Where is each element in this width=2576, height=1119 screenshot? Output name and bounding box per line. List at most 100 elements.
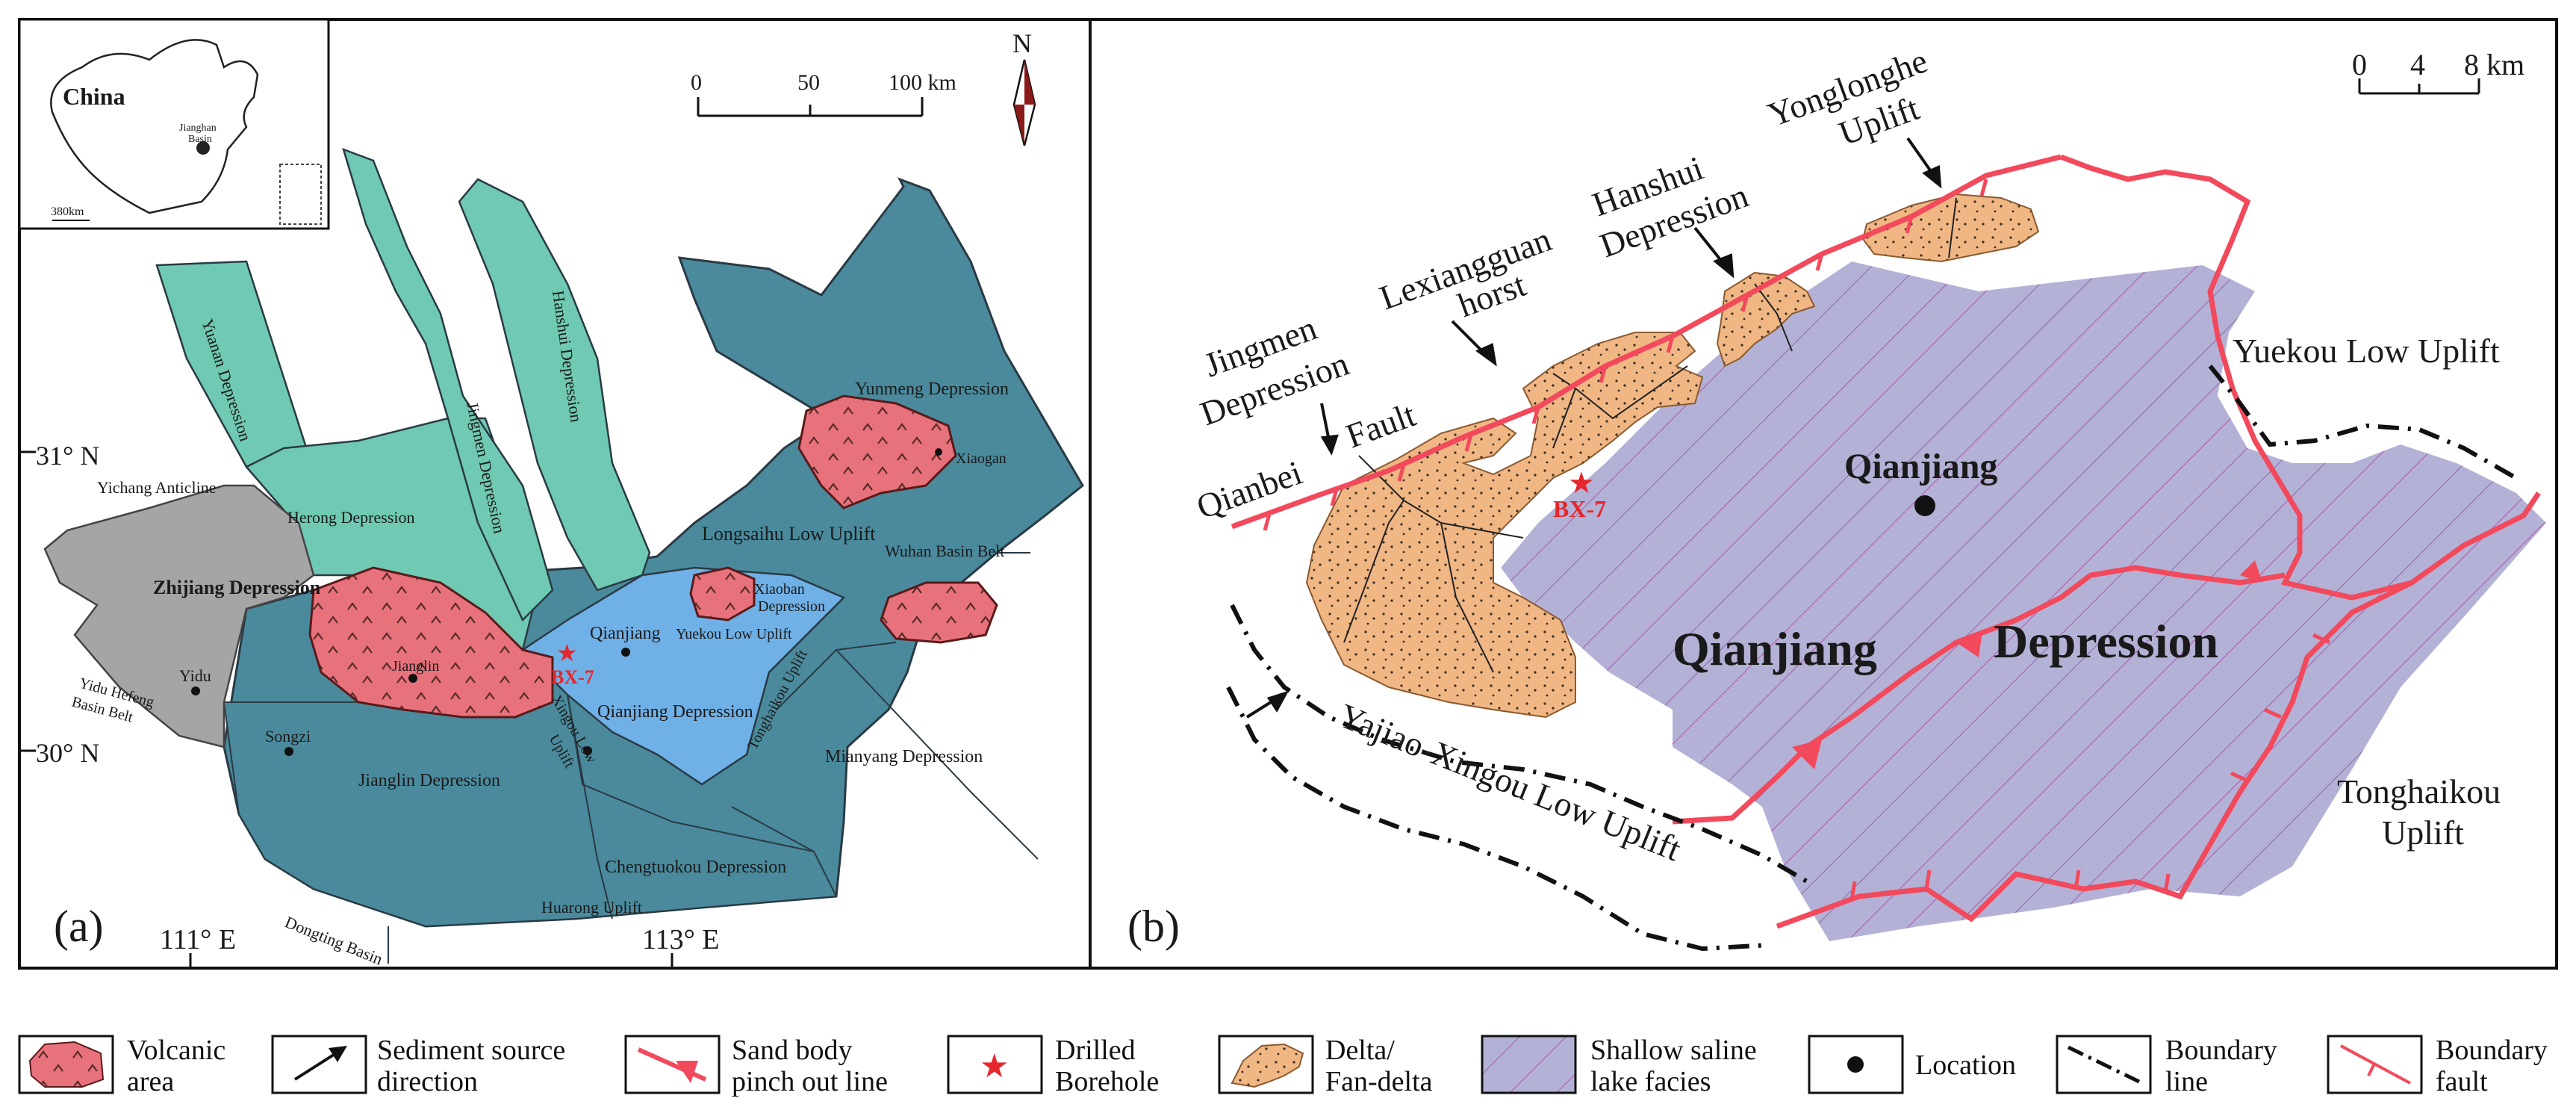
label-yuekou-a: Yuekou Low Uplift — [676, 626, 792, 642]
shallow-saline-lake-region — [1501, 261, 2546, 941]
label-jianglin-dep: Jianglin Depression — [358, 771, 500, 790]
legend-borehole-2: Borehole — [1055, 1066, 1159, 1097]
panel-a: China Jianghan Basin 380km 0 50 100 km N — [18, 18, 1084, 969]
inset-basin-2: Basin — [188, 134, 212, 145]
legend-boundary-fault: Boundary fault — [2327, 1035, 2548, 1097]
label-depression-big: Depression — [1994, 615, 2218, 668]
legend-lake-2: lake facies — [1590, 1066, 1711, 1097]
label-yidu: Yidu — [179, 666, 211, 685]
bx7-star-a: ★ — [556, 639, 578, 666]
volcanic-area-yunmeng — [797, 394, 957, 509]
legend-fault-1: Boundary — [2436, 1035, 2548, 1066]
jingmen-depression-region — [342, 147, 554, 622]
legend-sediment-2: direction — [377, 1066, 478, 1097]
panel-b-frame — [1089, 18, 2558, 970]
qianbei-boundary-fault — [1231, 154, 2062, 530]
label-mianyang: Mianyang Depression — [825, 747, 983, 766]
xiaogan-location — [935, 448, 942, 456]
label-yichang: Yichang Anticline — [97, 478, 216, 497]
yidu-location — [191, 686, 200, 695]
xingou-location — [583, 746, 592, 755]
b-scale-4: 4 — [2410, 48, 2425, 81]
hatched-lake-icon — [1481, 1035, 1577, 1094]
label-bx7-a: BX-7 — [551, 666, 594, 688]
lon-113: 113° E — [642, 924, 720, 955]
north-label: N — [1012, 28, 1032, 58]
north-arrow: N — [1012, 28, 1036, 146]
legend-boundary-line: Boundary line — [2056, 1035, 2277, 1097]
legend-volcanic: Volcanic area — [18, 1035, 225, 1097]
arrow-icon — [329, 1046, 347, 1062]
legend-location: Location — [1808, 1035, 2016, 1094]
lat-31: 31° N — [36, 441, 99, 471]
label-yuekou-b: Yuekou Low Uplift — [2233, 332, 2500, 370]
volcanic-area-wuhan — [880, 581, 998, 644]
southern-boundary-fault — [1776, 580, 2413, 929]
panel-b-label: (b) — [1127, 902, 1180, 951]
panel-a-scale-bar: 0 50 100 km — [691, 70, 956, 117]
legend-fault-2: fault — [2436, 1066, 2488, 1097]
qianjiang-location-b — [1914, 495, 1935, 516]
legend-lake-facies: Shallow saline lake facies — [1481, 1035, 1757, 1097]
scale-tick-0: 0 — [691, 70, 702, 95]
zhijiang-depression-region — [43, 484, 315, 748]
label-jianglin-city: Jianglin — [392, 658, 439, 675]
legend-boundary-line-2: line — [2165, 1066, 2208, 1097]
volcanic-area-icon — [28, 1041, 105, 1088]
bx7-star-b: ★ — [1568, 466, 1595, 500]
yajiao-boundary-line-1 — [1230, 604, 1808, 884]
label-wuhan: Wuhan Basin Belt — [885, 542, 1004, 560]
label-herong: Herong Depression — [287, 508, 414, 527]
legend-volcanic-1: Volcanic — [127, 1035, 225, 1066]
label-qianbei: Qianbei — [1192, 453, 1307, 527]
label-zhijiang: Zhijiang Depression — [153, 577, 321, 598]
legend-sediment-1: Sediment source — [377, 1035, 565, 1066]
qianjiang-location-a — [621, 648, 630, 657]
inset-basin-1: Jianghan — [179, 123, 217, 134]
legend-sediment-source: Sediment source direction — [271, 1035, 565, 1097]
label-longsaihu: Longsaihu Low Uplift — [702, 523, 876, 545]
label-qianjiang-city-a: Qianjiang — [590, 624, 661, 643]
legend-boundary-line-1: Boundary — [2165, 1035, 2277, 1066]
label-xiaoban-2: Depression — [758, 598, 825, 615]
label-qianjiang-big: Qianjiang — [1673, 622, 1877, 675]
inset-scale: 380km — [51, 205, 84, 218]
panel-b: 0 4 8 km — [1127, 41, 2546, 952]
b-scale-0: 0 — [2352, 48, 2367, 81]
label-tonghaikou-b-2: Uplift — [2382, 813, 2464, 852]
label-songzi: Songzi — [265, 727, 311, 746]
legend-delta: Delta/ Fan-delta — [1218, 1035, 1433, 1097]
delta-icon — [1231, 1043, 1304, 1088]
label-fault: Fault — [1341, 395, 1421, 455]
china-inset: China Jianghan Basin 380km — [18, 18, 330, 230]
dash-dot-line-icon — [2067, 1045, 2141, 1084]
delta-lobe-main — [1305, 332, 1704, 719]
volcanic-area-jianglin — [308, 566, 554, 719]
legend-volcanic-2: area — [127, 1066, 174, 1097]
jianglin-location — [408, 674, 417, 683]
china-outline — [50, 39, 259, 214]
inset-country: China — [63, 83, 125, 110]
hanshui-depression-region — [458, 178, 651, 592]
sediment-arrows — [1245, 137, 1942, 719]
legend-delta-2: Fan-delta — [1325, 1066, 1433, 1097]
label-yajiao: Yajiao-Xingou Low Uplift — [1334, 696, 1686, 868]
label-dongting: Dongting Basin — [282, 912, 385, 968]
panel-b-scale-bar: 0 4 8 km — [2352, 48, 2524, 95]
legend-pinch-1: Sand body — [732, 1035, 853, 1066]
label-yunmeng: Yunmeng Depression — [855, 379, 1009, 399]
dot-icon — [1847, 1056, 1864, 1073]
yajiao-boundary-line-2 — [1226, 686, 1770, 952]
qianjiang-depression-region — [521, 566, 846, 786]
scale-tick-100: 100 km — [889, 70, 956, 95]
b-scale-8: 8 km — [2464, 48, 2524, 81]
legend: Volcanic area Sediment source direction … — [18, 1035, 2548, 1097]
panel-a-label: (a) — [54, 902, 104, 951]
star-icon: ★ — [980, 1048, 1009, 1085]
legend-delta-1: Delta/ — [1325, 1035, 1395, 1066]
legend-location-1: Location — [1915, 1050, 2016, 1081]
legend-pinch-out: Sand body pinch out line — [624, 1035, 888, 1097]
legend-pinch-2: pinch out line — [732, 1066, 888, 1097]
pinch-out-line-icon — [676, 1061, 698, 1083]
